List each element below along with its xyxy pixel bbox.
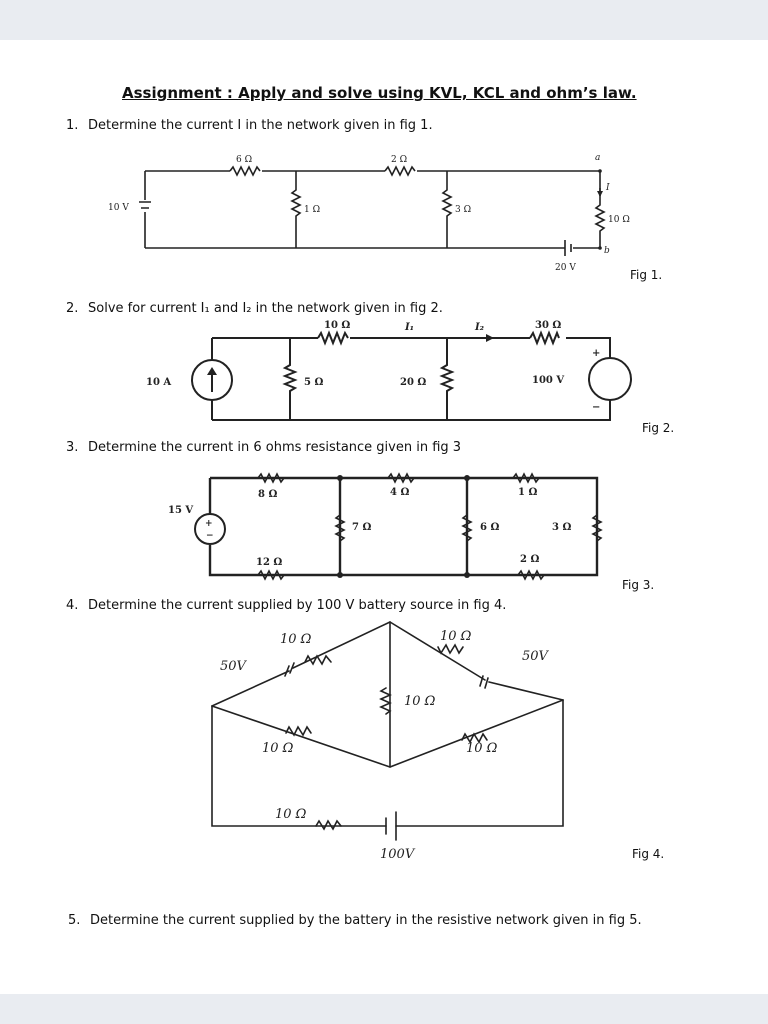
fig4-r-bottom-label: 10 Ω: [275, 807, 307, 822]
fig3-source-label: 15 V: [168, 505, 193, 516]
fig1-r5-label: 10 Ω: [608, 215, 630, 225]
fig1-source-label: 10 V: [108, 203, 129, 213]
fig2-i2-arrow: [486, 334, 494, 342]
viewer-bottom-band: [0, 994, 768, 1024]
fig3-node: [337, 475, 343, 481]
fig4-caption: Fig 4.: [632, 847, 665, 861]
fig2-r4-label: 30 Ω: [535, 320, 561, 331]
fig3-node: [464, 572, 470, 578]
fig4-r-lower-left-label: 10 Ω: [262, 741, 294, 756]
fig1-r4-label: 3 Ω: [455, 205, 471, 215]
fig1-r2-label: 2 Ω: [391, 155, 407, 165]
fig4-r-middle-label: 10 Ω: [404, 694, 436, 709]
viewer-top-band: [0, 0, 768, 40]
fig3-r5-label: 6 Ω: [480, 522, 499, 533]
fig2-r1-label: 10 Ω: [324, 320, 350, 331]
fig3-r6-label: 3 Ω: [552, 522, 571, 533]
fig1-r3-label: 1 Ω: [304, 205, 320, 215]
fig2-current-source: [191, 359, 233, 401]
fig2-i2-label: I₂: [474, 322, 485, 333]
fig2-source-label: 10 A: [146, 377, 171, 388]
fig2-voltage-source: [588, 357, 632, 401]
fig2-plus-label: +: [592, 348, 600, 359]
fig2-minus-label: −: [592, 402, 600, 413]
fig3-r4-label: 7 Ω: [352, 522, 371, 533]
question-1: 1.Determine the current I in the network…: [66, 118, 433, 133]
fig3-r1-label: 8 Ω: [258, 489, 277, 500]
fig2-i1-label: I₁: [404, 322, 414, 333]
fig1-node-b: [598, 246, 602, 250]
fig3-caption: Fig 3.: [622, 578, 655, 592]
fig1-battery-label: 20 V: [555, 263, 576, 273]
fig1-node-a: [598, 169, 602, 173]
question-3: 3.Determine the current in 6 ohms resist…: [66, 440, 462, 455]
fig1-r1-label: 6 Ω: [236, 155, 252, 165]
fig2-r3-label: 20 Ω: [400, 377, 426, 388]
fig3-minus-label: −: [206, 531, 214, 541]
fig3-node: [464, 475, 470, 481]
fig3-r2-label: 4 Ω: [390, 487, 409, 498]
fig3-voltage-source: [194, 513, 226, 545]
question-4: 4.Determine the current supplied by 100 …: [66, 598, 507, 613]
fig1-current-arrow: [597, 191, 603, 197]
fig1-node-b-label: b: [604, 246, 610, 256]
fig2-r2-label: 5 Ω: [304, 377, 323, 388]
fig4-v-left-label: 50V: [220, 659, 248, 674]
fig2-caption: Fig 2.: [642, 421, 675, 435]
assignment-title: Assignment : Apply and solve using KVL, …: [122, 84, 637, 102]
fig1-current-label: I: [605, 183, 610, 193]
fig2-source-arrow: [207, 367, 217, 375]
question-5: 5.Determine the current supplied by the …: [68, 913, 642, 928]
fig4-r-top-left-label: 10 Ω: [280, 632, 312, 647]
fig3-r3-label: 1 Ω: [518, 487, 537, 498]
fig3-r7-label: 12 Ω: [256, 557, 282, 568]
question-2: 2.Solve for current I₁ and I₂ in the net…: [66, 301, 443, 316]
document-page: [0, 40, 768, 994]
fig1-caption: Fig 1.: [630, 268, 663, 282]
fig4-r-lower-right-label: 10 Ω: [466, 741, 498, 756]
fig4-r-top-right-label: 10 Ω: [440, 629, 472, 644]
fig3-plus-label: +: [205, 519, 213, 529]
fig4-v-right-label: 50V: [522, 649, 550, 664]
fig2-vs-label: 100 V: [532, 375, 564, 386]
fig4-v-bottom-label: 100V: [380, 847, 416, 862]
fig3-r8-label: 2 Ω: [520, 554, 539, 565]
fig3-node: [337, 572, 343, 578]
fig1-node-a-label: a: [595, 153, 600, 163]
